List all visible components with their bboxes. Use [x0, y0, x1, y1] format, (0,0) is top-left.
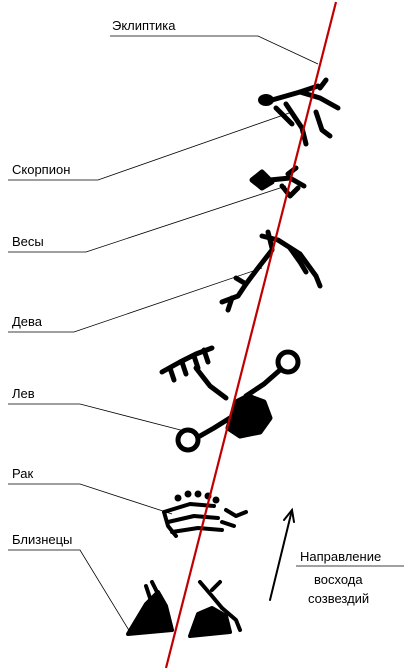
leader-gemini	[8, 549, 131, 633]
label-gemini: Близнецы	[12, 532, 72, 547]
label-ecliptic: Эклиптика	[112, 18, 176, 33]
figure-virgo	[219, 229, 323, 313]
leader-libra	[8, 185, 287, 253]
direction-line-2: восхода	[314, 572, 363, 587]
figure-scorpio	[258, 77, 341, 147]
leader-virgo	[8, 267, 263, 333]
figure-cancer	[162, 490, 248, 538]
direction-line-1: Направление	[300, 549, 381, 564]
leader-lines	[8, 35, 404, 633]
direction-line-3: созвездий	[308, 591, 369, 606]
label-virgo: Дева	[12, 314, 43, 329]
leader-scorpio	[8, 111, 293, 181]
figure-libra	[249, 165, 307, 199]
label-scorpio: Скорпион	[12, 162, 70, 177]
leader-cancer	[8, 483, 173, 515]
leader-ecliptic	[110, 35, 319, 65]
figure-leo	[159, 345, 301, 453]
leader-leo	[8, 403, 197, 435]
label-cancer: Рак	[12, 466, 33, 481]
direction-arrow-icon	[269, 507, 295, 601]
ecliptic-line	[164, 1, 338, 668]
label-libra: Весы	[12, 234, 44, 249]
figure-gemini	[126, 580, 242, 638]
label-leo: Лев	[12, 386, 35, 401]
